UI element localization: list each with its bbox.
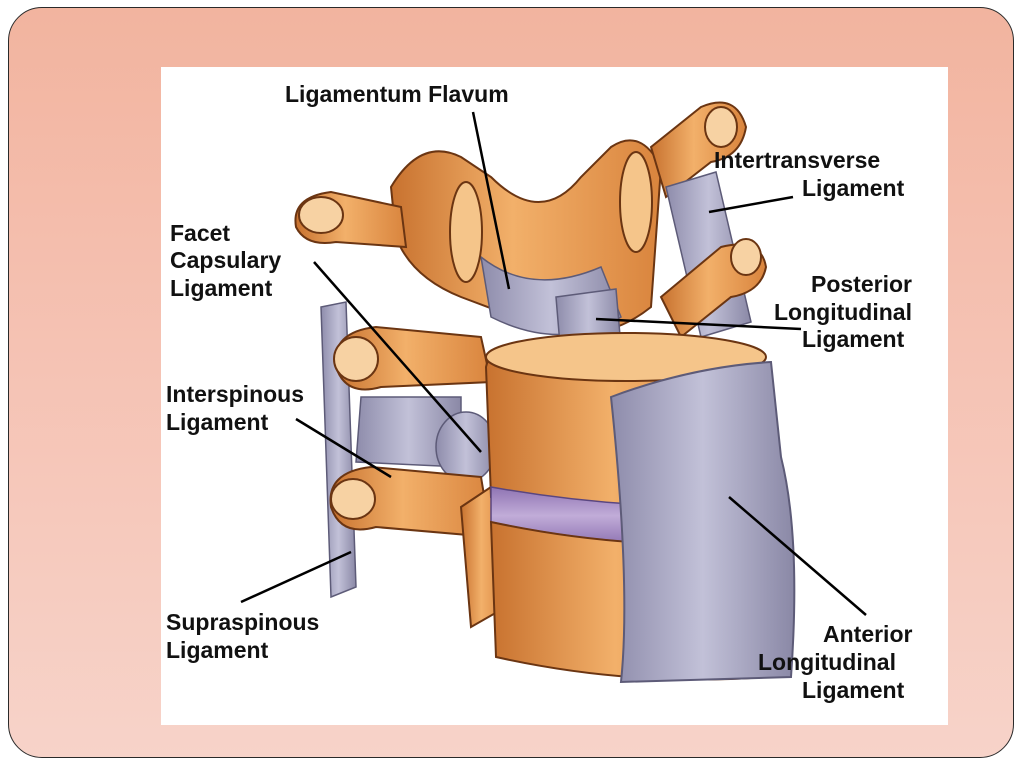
spine-illustration bbox=[240, 101, 867, 684]
pointer-lines bbox=[240, 111, 867, 616]
label-interspinous-line1: Interspinous bbox=[166, 381, 305, 407]
label-facet-line2: Capsulary bbox=[170, 247, 282, 273]
posterior-elements bbox=[294, 101, 768, 629]
label-anterior-line3: Ligament bbox=[802, 677, 905, 703]
slide-frame: Ligamentum Flavum Intertransverse Ligame… bbox=[8, 7, 1014, 758]
spine-ligaments-figure: Ligamentum Flavum Intertransverse Ligame… bbox=[161, 67, 948, 725]
label-posterior-line2: Longitudinal bbox=[774, 299, 912, 325]
label-posterior-line1: Posterior bbox=[811, 271, 912, 297]
label-supraspinous-line2: Ligament bbox=[166, 637, 269, 663]
label-facet-line3: Ligament bbox=[170, 275, 273, 301]
label-ligamentum-flavum: Ligamentum Flavum bbox=[285, 81, 509, 107]
label-facet-line1: Facet bbox=[170, 220, 231, 246]
anterior-ligament-band bbox=[609, 360, 796, 684]
label-supraspinous-line1: Supraspinous bbox=[166, 609, 320, 635]
label-interspinous-line2: Ligament bbox=[166, 409, 269, 435]
label-anterior-line2: Longitudinal bbox=[758, 649, 896, 675]
label-posterior-line3: Ligament bbox=[802, 326, 905, 352]
label-intertransverse-line2: Ligament bbox=[802, 175, 905, 201]
label-intertransverse-line1: Intertransverse bbox=[714, 147, 881, 173]
label-anterior-line1: Anterior bbox=[823, 621, 913, 647]
